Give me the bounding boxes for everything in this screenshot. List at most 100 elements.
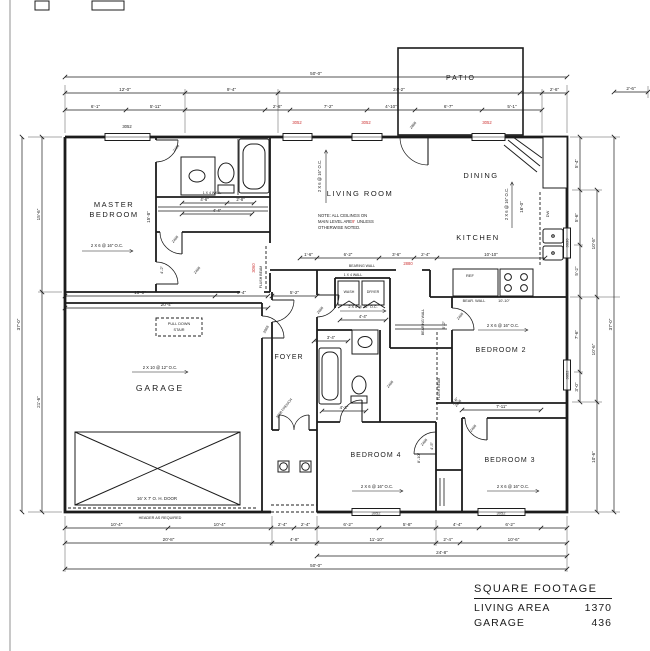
dimension-label: 4'-4" (359, 314, 368, 319)
square-footage-title: SQUARE FOOTAGE (474, 583, 612, 599)
dimension-label: 24'-2" (393, 87, 405, 92)
annotation: 10'-10" (498, 299, 510, 303)
dimension-label: 4'-4" (213, 208, 222, 213)
door-label: 2468 (420, 438, 428, 447)
dimension-label: 16'-0" (519, 201, 524, 213)
window-symbols (104, 133, 571, 516)
room-label-bedroom3: BEDROOM 3 (484, 457, 535, 464)
dimension-label: 3'-6" (450, 396, 459, 406)
dimension-label: 2'-4" (443, 537, 453, 542)
dimension-label: 2'-4" (278, 522, 288, 527)
door-label: 2668 (454, 399, 462, 408)
square-footage-table: SQUARE FOOTAGE LIVING AREA 1370 GARAGE 4… (474, 583, 612, 629)
dimension-label: 4'-3" (340, 405, 349, 410)
window-label: 3052 (372, 511, 382, 516)
porch-posts (277, 460, 312, 473)
dimension-label: 3'-6" (392, 252, 401, 257)
framing-label: 2 X 6 @ 16" O.C. (504, 188, 509, 220)
room-label-bedroom2: BEDROOM 2 (475, 347, 526, 354)
garage-value: 436 (591, 617, 612, 629)
window-label: 3052 (361, 120, 371, 125)
kitchen-fixtures (452, 136, 568, 297)
dimension-label: 20'-4" (161, 302, 173, 307)
room-label-dining: DINING (463, 171, 498, 180)
room-label-bedroom4: BEDROOM 4 (350, 452, 401, 459)
dimension-label: 3'-4" (327, 335, 336, 340)
door-label: 2468 (456, 312, 464, 321)
ceiling-note: MAIN LEVEL ARE (318, 219, 352, 224)
annotation: FLUSH BEAM (259, 266, 263, 288)
dimension-label: 4'-6" (200, 197, 209, 202)
plan-labels: 50'-0"12'-0"9'-4"24'-2"2'-6"2'-6"6'-1"5'… (16, 71, 636, 568)
dimension-label: 24'-8" (436, 550, 448, 555)
window-label: 3052 (565, 370, 570, 380)
annotation: REF (466, 273, 475, 278)
ceiling-note: 9' (352, 219, 355, 224)
dimension-label: 5'-8" (403, 522, 413, 527)
sheet-edge-marks (34, 0, 125, 11)
framing-label: 2 X 6 @ 16" O.C. (91, 243, 123, 248)
annotation: FLUSH BEAM (437, 378, 441, 400)
room-label-kitchen: KITCHEN (456, 233, 499, 242)
laundry-fixtures (337, 280, 386, 309)
dashed-lines (68, 192, 541, 513)
dimension-label: 10'-4" (111, 522, 123, 527)
dimension-label: 6'-2" (505, 522, 515, 527)
annotation: BEAR. WALL (463, 299, 486, 303)
living-area-label: LIVING AREA (474, 602, 551, 614)
door-label: 2468 (193, 266, 201, 275)
dimension-lines (19, 74, 650, 572)
framing-label: 2 X 6 @ 16" O.C. (487, 323, 519, 328)
annotation: BEARING WALL (349, 264, 375, 268)
dimension-label: 5'-2" (574, 266, 579, 276)
annotation: STAIR (174, 328, 185, 332)
room-label-living: LIVING ROOM (327, 189, 394, 198)
door-label: 2668 (316, 306, 324, 315)
dimension-label: 5'-4" (237, 290, 247, 295)
window-label: 3052 (482, 120, 492, 125)
dimension-label: 15'-0" (134, 290, 146, 295)
door-label: 2468 (171, 235, 179, 244)
dimension-label: 10'-10" (484, 252, 498, 257)
annotation: DW (545, 210, 550, 217)
door-label: 2468 (386, 380, 394, 389)
table-row: GARAGE 436 (474, 617, 612, 629)
door-label: 2468 (172, 144, 180, 153)
dimension-label: 8'-10" (416, 452, 421, 463)
dimension-label: 2'-4" (421, 252, 430, 257)
dimension-label: 10'-8" (591, 237, 596, 249)
dimension-label: 6'-7" (444, 104, 454, 109)
dimension-label: 4'-8" (290, 537, 300, 542)
framing-label: 2 X 6 @ 16" O.C. (361, 484, 393, 489)
patio-outline (397, 47, 524, 136)
framing-label: 2 X 6 @ 16" O.C. (497, 484, 529, 489)
dimension-label: 4'-2" (159, 265, 164, 274)
dimension-label: 20'-8" (163, 537, 175, 542)
dimension-label: 2'-6" (273, 104, 283, 109)
dimension-label: 6'-1" (91, 104, 101, 109)
framing-arrows (82, 150, 539, 491)
dimension-label: 5'-11" (150, 104, 162, 109)
dimension-label: 5'-4" (574, 159, 579, 169)
bathroom-fixtures (180, 138, 379, 405)
window-label: 2880 (403, 261, 413, 266)
garage-label: GARAGE (474, 617, 525, 629)
room-label-garage: GARAGE (136, 383, 184, 393)
dimension-label: 6'-2" (343, 522, 353, 527)
window-label: 3030 (565, 238, 570, 248)
dimension-label: 50'-0" (310, 71, 322, 76)
dimension-label: 2'-6" (550, 87, 560, 92)
dimension-label: 7'-11" (496, 404, 507, 409)
dimension-label: 15'-8" (146, 211, 151, 223)
annotation: WASH (344, 290, 355, 294)
extension-lines (28, 85, 649, 572)
door-label: 2868 (262, 325, 269, 334)
dimension-label: 10'-6" (508, 537, 520, 542)
dimension-label: 37'-0" (16, 318, 21, 330)
living-area-value: 1370 (584, 602, 612, 614)
exterior-walls (63, 135, 569, 514)
dimension-label: 7'-2" (324, 104, 334, 109)
dimension-label: 2'-4" (301, 522, 311, 527)
annotation: 16' X 7' O. H. DOOR (137, 496, 177, 501)
